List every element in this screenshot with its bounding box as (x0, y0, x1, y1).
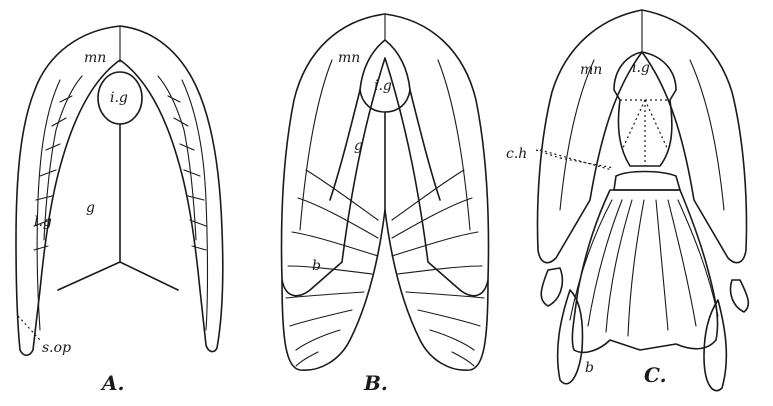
panel-b-gular (330, 90, 440, 210)
panel-c-label-ig: i.g (632, 60, 650, 76)
panel-b-label-ig: i.g (374, 78, 392, 94)
panel-b-branchiostegal-fan-left (282, 210, 385, 370)
panel-b-branchiostegals-left (286, 170, 378, 366)
panel-c-right-fin (704, 280, 748, 391)
panel-b-label-mn: mn (338, 50, 360, 66)
panel-a-mandible-inner (37, 80, 60, 330)
panel-a-caption: A. (100, 371, 124, 395)
panel-c-branchial-outline (572, 190, 717, 352)
panel-b-label-g: g (354, 138, 363, 154)
panel-c-left-fin (541, 268, 582, 384)
panel-a-lateral-gular-right (158, 76, 206, 250)
panel-c-ceratohyal-dotted (536, 100, 670, 168)
panel-a-label-ig: i.g (110, 90, 128, 106)
panel-a-label-g: g (86, 200, 95, 216)
panel-b-caption: B. (363, 371, 388, 395)
panel-a-label-lg: l.g (34, 214, 52, 230)
panel-a-gular-plates (58, 124, 178, 290)
panel-b-branchiostegals-right (392, 170, 484, 366)
panel-c-basal-plate (614, 172, 680, 191)
panel-c: mn i.g c.h b C. (506, 10, 748, 391)
panel-c-label-b: b (585, 360, 594, 376)
panel-c-label-ch: c.h (506, 146, 527, 162)
panel-a-label-sop: s.op (42, 340, 71, 356)
panel-c-mandible-inner (560, 60, 594, 210)
panel-b-branchiostegal-fan-right (385, 210, 488, 370)
panel-c-mandible-inner-right (690, 60, 724, 210)
panel-b: mn i.g g b B. (282, 14, 489, 395)
panel-c-ch-pointer (540, 150, 612, 170)
panel-a: mn i.g l.g g s.op A. (16, 26, 223, 395)
panel-a-mandible-inner-right (182, 80, 208, 330)
panel-c-label-mn: mn (580, 62, 602, 78)
panel-c-branchial-arches (570, 200, 718, 336)
panel-a-label-mn: mn (84, 50, 106, 66)
panel-b-label-b: b (312, 258, 321, 274)
panel-c-caption: C. (644, 363, 667, 387)
panel-b-intergular (360, 40, 410, 112)
